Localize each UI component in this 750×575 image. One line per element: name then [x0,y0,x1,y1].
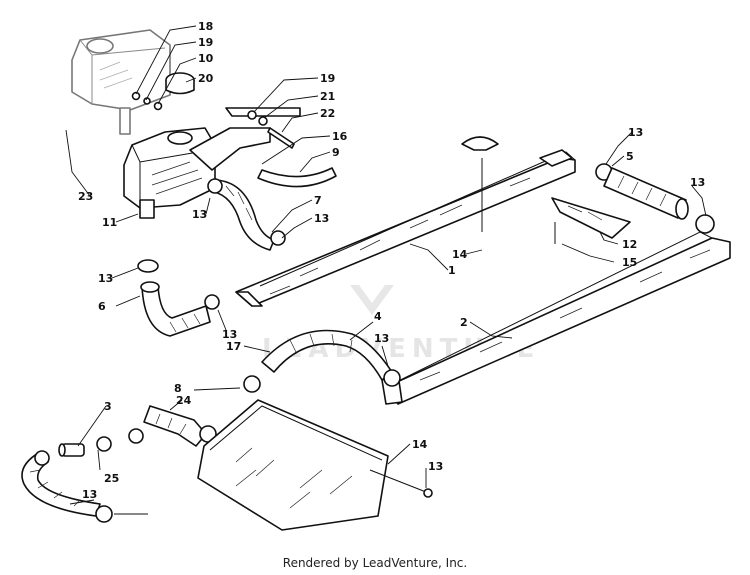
bracket [189,107,301,171]
clamp-13k [96,436,112,452]
callout-23: 23 [78,190,93,203]
callout-16: 16 [332,130,348,143]
hose-7 [213,179,275,251]
leader-lines [65,25,707,515]
callout-13: 13 [374,332,389,345]
callout-13: 13 [222,328,237,341]
callout-6: 6 [98,300,106,313]
washer-21 [258,116,268,126]
fitting-24 [58,443,85,457]
callout-3: 3 [104,400,112,413]
hose-9 [257,167,337,188]
heat-exchanger-2 [381,231,731,405]
clamp-13g [383,369,401,387]
clamp-13f [695,214,715,234]
clamp-13m [95,505,113,523]
bolt-22 [267,127,295,149]
callout-2: 2 [460,316,468,329]
callout-13: 13 [628,126,643,139]
callout-14: 14 [412,438,428,451]
callout-10: 10 [198,52,214,65]
callout-15: 15 [622,256,637,269]
washer-19b [247,110,257,120]
callout-19: 19 [320,72,335,85]
callout-14: 14 [452,248,468,261]
callout-13: 13 [192,208,207,221]
clamp-13b [270,230,286,246]
coolant-tank [123,127,216,219]
watermark-logo [350,285,394,315]
callout-13: 13 [82,488,97,501]
callout-5: 5 [626,150,634,163]
callout-1: 1 [448,264,456,277]
clamp-13a [207,178,223,194]
shield-12 [551,197,631,239]
callout-12: 12 [622,238,637,251]
clamp-13d [204,294,220,310]
callout-7: 7 [314,194,322,207]
callout-21: 21 [320,90,335,103]
callout-8: 8 [174,382,182,395]
hose-5 [603,167,689,220]
heat-exchanger-1 [235,149,576,307]
callout-24: 24 [176,394,192,407]
clamp-13c [137,259,159,273]
reservoir-tank [71,29,171,135]
callout-13: 13 [428,460,443,473]
callout-13: 13 [690,176,705,189]
fastener-14 [369,469,427,493]
radiator-cap [165,72,195,95]
clamp-13l [34,450,50,466]
fastener-14-head [423,488,433,498]
hose-6 [140,281,211,337]
callout-20: 20 [198,72,214,85]
callout-18: 18 [198,20,213,33]
hose-8 [143,405,207,447]
callout-4: 4 [374,310,382,323]
washer-10 [153,101,163,111]
radiator-3 [197,399,389,531]
callout-9: 9 [332,146,340,159]
clamp-13h [243,375,261,393]
callout-22: 22 [320,107,335,120]
callout-11: 11 [102,216,117,229]
callout-17: 17 [226,340,241,353]
clamp-13i [128,428,144,444]
callout-13: 13 [314,212,329,225]
washer-18 [131,91,141,101]
hose-25 [21,451,101,517]
cap-14 [461,136,499,151]
callout-19: 19 [198,36,213,49]
credit-line: Rendered by LeadVenture, Inc. [282,556,468,570]
callout-25: 25 [104,472,119,485]
callout-13: 13 [98,272,113,285]
